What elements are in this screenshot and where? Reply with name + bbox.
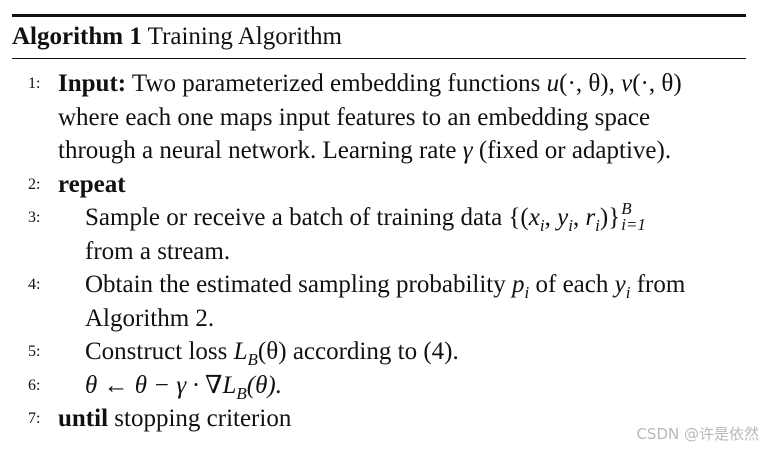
line-4: 4: Obtain the estimated sampling probabi… [28, 271, 686, 302]
line-2: 2: repeat [12, 168, 746, 202]
line-1: 1: Input: Two parameterized embedding fu… [12, 67, 746, 101]
line-5: 5: Construct loss LB(θ) according to (4)… [28, 338, 459, 369]
caption-label: Algorithm 1 [12, 23, 142, 50]
line-1-cont-a: where each one maps input features to an… [58, 103, 651, 131]
caption-rule [12, 58, 746, 59]
line-6: 6: θ ← θ − γ · ∇LB(θ). [28, 371, 282, 403]
watermark: CSDN @许是依然 [636, 425, 759, 443]
algorithm-caption: Algorithm 1 Training Algorithm [12, 19, 746, 55]
caption-title: Training Algorithm [147, 23, 342, 50]
algorithm-block: Algorithm 1 Training Algorithm 1: Input:… [12, 14, 746, 436]
top-rule [12, 14, 746, 17]
line-7: 7: until stopping criterion [28, 405, 292, 432]
line-number: 1: [28, 75, 41, 92]
line-1-cont-b: through a neural network. Learning rate … [58, 137, 672, 164]
line-3-cont: from a stream. [85, 237, 231, 265]
input-keyword: Input: [58, 70, 127, 97]
line-4-cont: Algorithm 2. [85, 304, 215, 332]
repeat-keyword: repeat [58, 170, 126, 198]
line-3: 3: Sample or receive a batch of training… [28, 199, 646, 235]
algorithm-lines: 1: Input: Two parameterized embedding fu… [12, 67, 746, 436]
until-keyword: until [58, 405, 109, 432]
